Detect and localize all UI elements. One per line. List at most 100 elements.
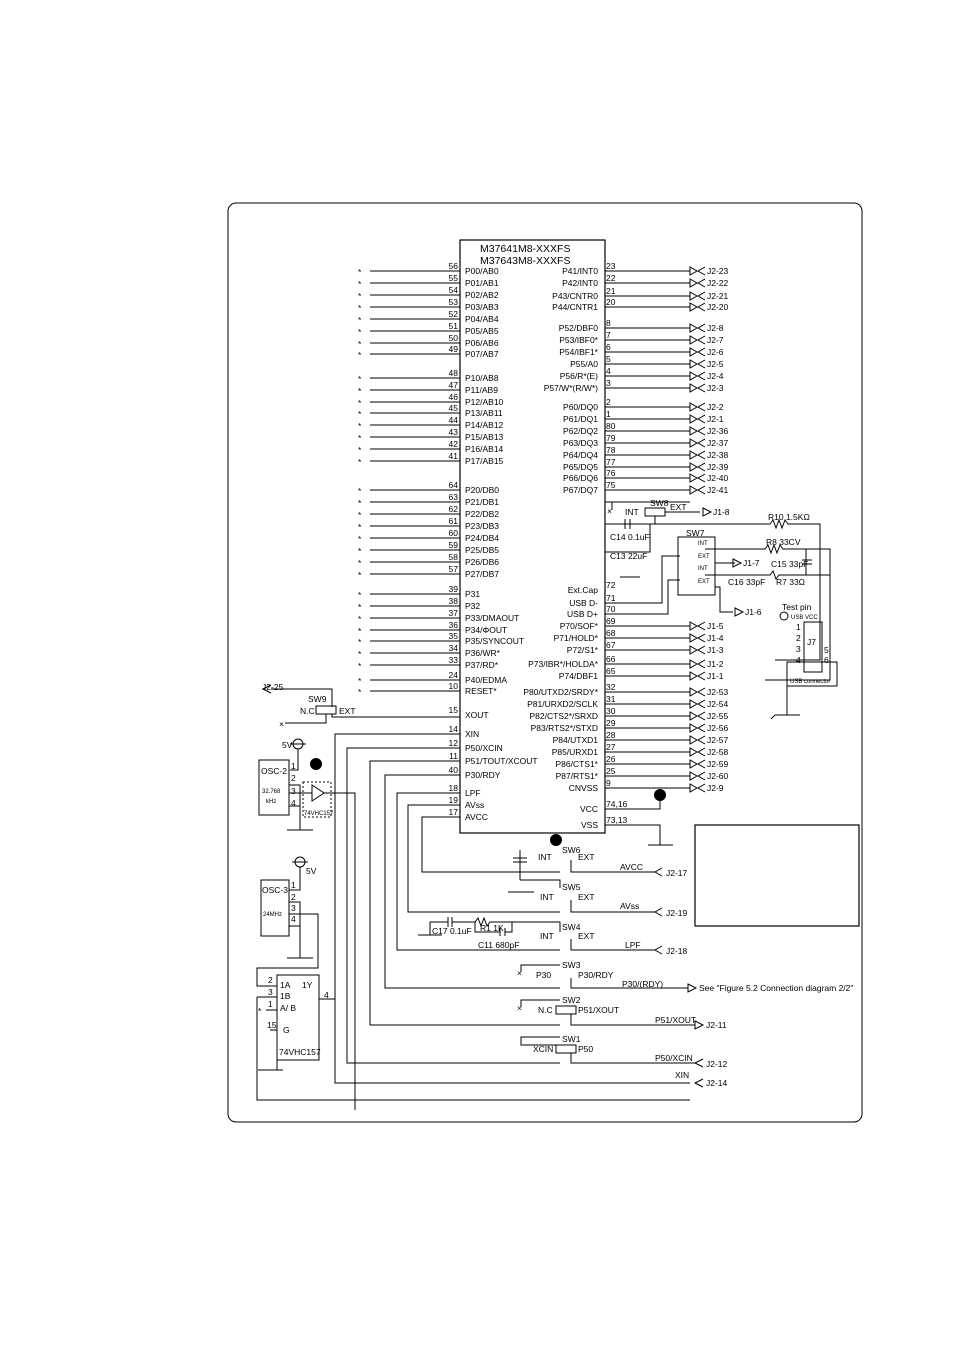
pin-name: P35/SYNCOUT [465,636,524,646]
svg-text:1: 1 [291,761,296,771]
pin-number: 34 [449,643,459,653]
svg-text:2: 2 [796,633,801,643]
sw8-switch[interactable] [644,507,666,517]
sw2-switch[interactable] [555,1005,577,1015]
svg-text:OSC-3: OSC-3 [262,885,288,895]
pin-number: 49 [449,344,459,354]
svg-text:INT: INT [625,507,639,517]
pin-name: P22/DB2 [465,509,499,519]
pin-name: P84/UTXD1 [553,735,599,745]
pin-name: P34/ΦOUT [465,625,507,635]
pin-star: * [358,327,362,337]
pin-number: 43 [449,427,459,437]
pin-name: P32 [465,601,480,611]
pin-star: * [358,687,362,697]
pin-name: P66/DQ6 [563,473,598,483]
pin-name: P25/DB5 [465,545,499,555]
pin-name: P05/AB5 [465,326,499,336]
svg-text:N.C: N.C [300,706,315,716]
connector-label: J2-36 [707,426,729,436]
pin-name: P62/DQ2 [563,426,598,436]
pin-name: P17/AB15 [465,456,504,466]
connector-arrow-icon [689,473,706,483]
svg-text:C13 22uF: C13 22uF [610,551,647,561]
osc2 [258,759,290,816]
usb-section: × INT SW8 EXT J1-8 C14 0.1uF C13 22uF R1… [604,498,838,720]
svg-text:kHz: kHz [266,799,276,805]
connector-arrow-icon [689,621,706,631]
pin-name: P56/R*(E) [560,371,598,381]
pin-name: P04/AB4 [465,314,499,324]
pin-name: P83/RTS2*/STXD [531,723,598,733]
connector-label: J2-60 [707,771,729,781]
svg-text:C17 0.1uF: C17 0.1uF [432,926,472,936]
pin-number: 10 [449,681,459,691]
svg-text:1Y: 1Y [302,980,313,990]
pin-name: P52/DBF0 [559,323,598,333]
pin-name: P37/RD* [465,660,499,670]
connector-label: J2-58 [707,747,729,757]
pin-number: 8 [606,318,611,328]
sw1-switch[interactable] [555,1044,577,1054]
pin-star: * [358,510,362,520]
svg-text:A/ B: A/ B [280,1003,296,1013]
svg-text:XIN: XIN [675,1070,689,1080]
pin-name: P65/DQ5 [563,462,598,472]
pin-number: 9 [606,778,611,788]
svg-text:1: 1 [796,622,801,632]
connector-arrow-icon [689,747,706,757]
connector-label: J2-37 [707,438,729,448]
pin-star: * [358,398,362,408]
svg-text:J1-8: J1-8 [713,507,730,517]
connector-arrow-icon [689,659,706,669]
pin-name: P40/EDMA [465,675,507,685]
connector-arrow-icon [689,687,706,697]
pin-number: 38 [449,596,459,606]
sw7-switch[interactable] [677,536,716,596]
connector-label: J1-4 [707,633,724,643]
pin-star: * [358,614,362,624]
svg-text:P30: P30 [536,970,551,980]
svg-text:3: 3 [268,987,273,997]
pin-name: P21/DB1 [465,497,499,507]
osc3 [260,879,290,937]
sw9-switch[interactable] [315,705,337,715]
pin-star: * [358,350,362,360]
pin-number: 61 [449,516,459,526]
connector-arrow-icon [689,402,706,412]
pin-name: P11/AB9 [465,385,498,395]
pin-name: P36/WR* [465,648,501,658]
svg-text:INT: INT [540,892,554,902]
j7-connector [803,621,823,673]
svg-text:Test pin: Test pin [782,602,812,612]
svg-text:See "Figure 5.2 Connection dia: See "Figure 5.2 Connection diagram 2/2" [699,983,853,993]
pin-name: P10/AB8 [465,373,499,383]
connector-arrow-icon [689,759,706,769]
svg-text:C16 33pF: C16 33pF [728,577,765,587]
svg-text:SW9: SW9 [308,694,327,704]
pin-number: 57 [449,564,459,574]
pin-name: P57/W*(R/W*) [544,383,598,393]
pin-number: 55 [449,273,459,283]
pin-name: P41/INT0 [562,266,598,276]
pin-star: * [358,374,362,384]
svg-text:P30/RDY: P30/RDY [578,970,614,980]
pin-name: P30/RDY [465,770,501,780]
svg-text:1A: 1A [280,980,291,990]
pin-star: * [358,315,362,325]
svg-text:74VHC157: 74VHC157 [304,811,334,817]
svg-text:EXT: EXT [339,706,356,716]
pin-number: 65 [606,666,616,676]
pin-number: 66 [606,654,616,664]
connector-label: J2-5 [707,359,724,369]
svg-text:EXT: EXT [578,892,595,902]
pin-name: P00/AB0 [465,266,499,276]
pin-number: 4 [606,366,611,376]
svg-text:1B: 1B [280,991,291,1001]
connector-label: J2-53 [707,687,729,697]
pin-name: P12/AB10 [465,397,504,407]
svg-text:USB VCC: USB VCC [791,615,818,621]
pin-star: * [358,649,362,659]
pin-star: * [358,626,362,636]
